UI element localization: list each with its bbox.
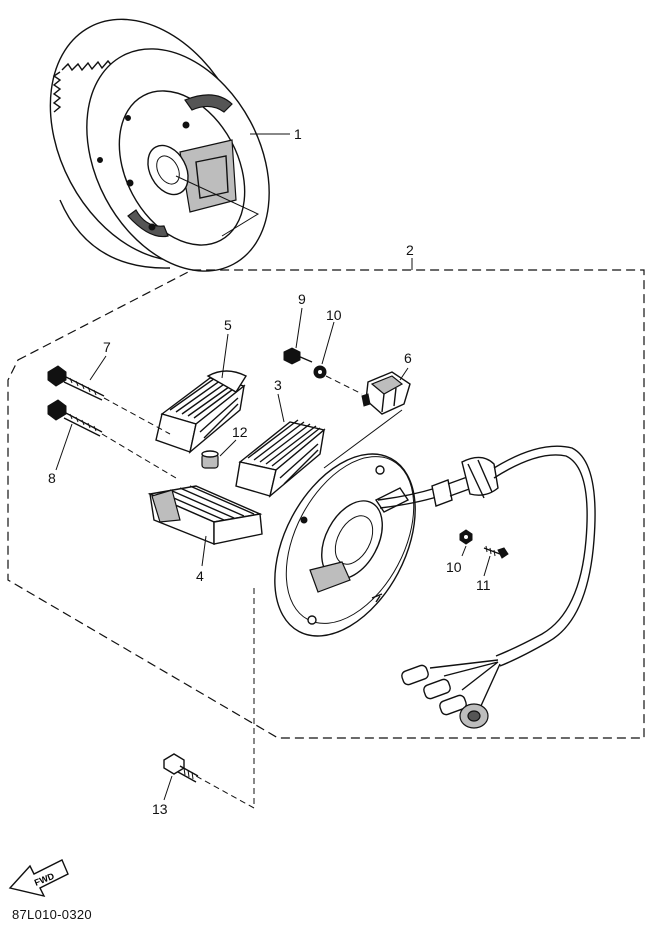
flywheel-part-1 [49, 18, 290, 272]
callout-13: 13 [152, 801, 168, 817]
washer-part-10-top [313, 321, 363, 395]
washer-part-10-right [459, 529, 473, 557]
screw-part-9 [283, 307, 313, 365]
coil-part-4 [147, 485, 263, 567]
callout-4: 4 [196, 568, 204, 584]
bolt-part-7 [47, 355, 171, 435]
callout-12: 12 [232, 424, 248, 440]
callout-9: 9 [298, 291, 306, 307]
screw-part-11 [483, 545, 509, 577]
stator-assembly-outline-2 [7, 258, 645, 809]
callout-3: 3 [274, 377, 282, 393]
terminal-plug [401, 664, 489, 729]
wire-harness [377, 445, 596, 729]
fwd-arrow-icon: FWD [8, 859, 69, 898]
callout-11: 11 [476, 577, 491, 593]
bolt-part-8 [47, 399, 177, 479]
callout-2: 2 [406, 242, 414, 258]
callout-5: 5 [224, 317, 232, 333]
diagram-code: 87L010-0320 [12, 907, 92, 922]
bolt-part-13 [163, 753, 199, 801]
spacer-part-12 [201, 439, 237, 469]
callout-1: 1 [294, 126, 302, 142]
callout-10-top: 10 [326, 307, 342, 323]
connector-part-6 [323, 367, 411, 469]
callout-8: 8 [48, 470, 56, 486]
coil-part-3 [235, 393, 326, 498]
coil-part-5 [155, 333, 248, 454]
callout-10-right: 10 [446, 559, 462, 575]
callout-7: 7 [103, 339, 111, 355]
callout-6: 6 [404, 350, 412, 366]
